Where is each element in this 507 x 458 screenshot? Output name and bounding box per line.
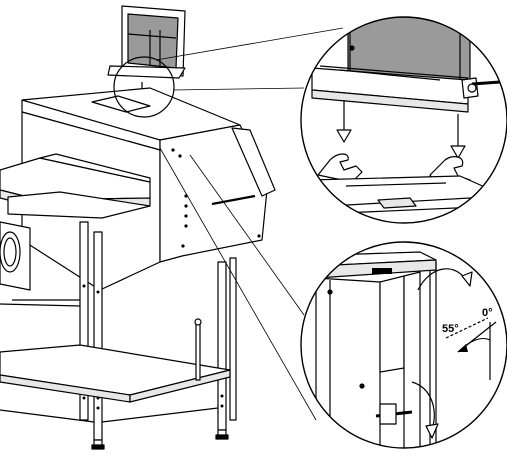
- side-guard: [231, 127, 276, 197]
- paper-cutter-machine: [0, 5, 276, 450]
- detail-marker-top: [113, 56, 175, 118]
- angle-reference-label: 0°: [482, 307, 493, 319]
- leader-lines: [155, 27, 344, 421]
- callout-top: [300, 16, 507, 224]
- control-panel: [107, 5, 186, 79]
- angle-open-label: 55°: [442, 323, 459, 335]
- side-panel: [159, 124, 269, 263]
- stand-frame: [0, 221, 237, 450]
- callout-bottom: 55° 0°: [300, 241, 507, 449]
